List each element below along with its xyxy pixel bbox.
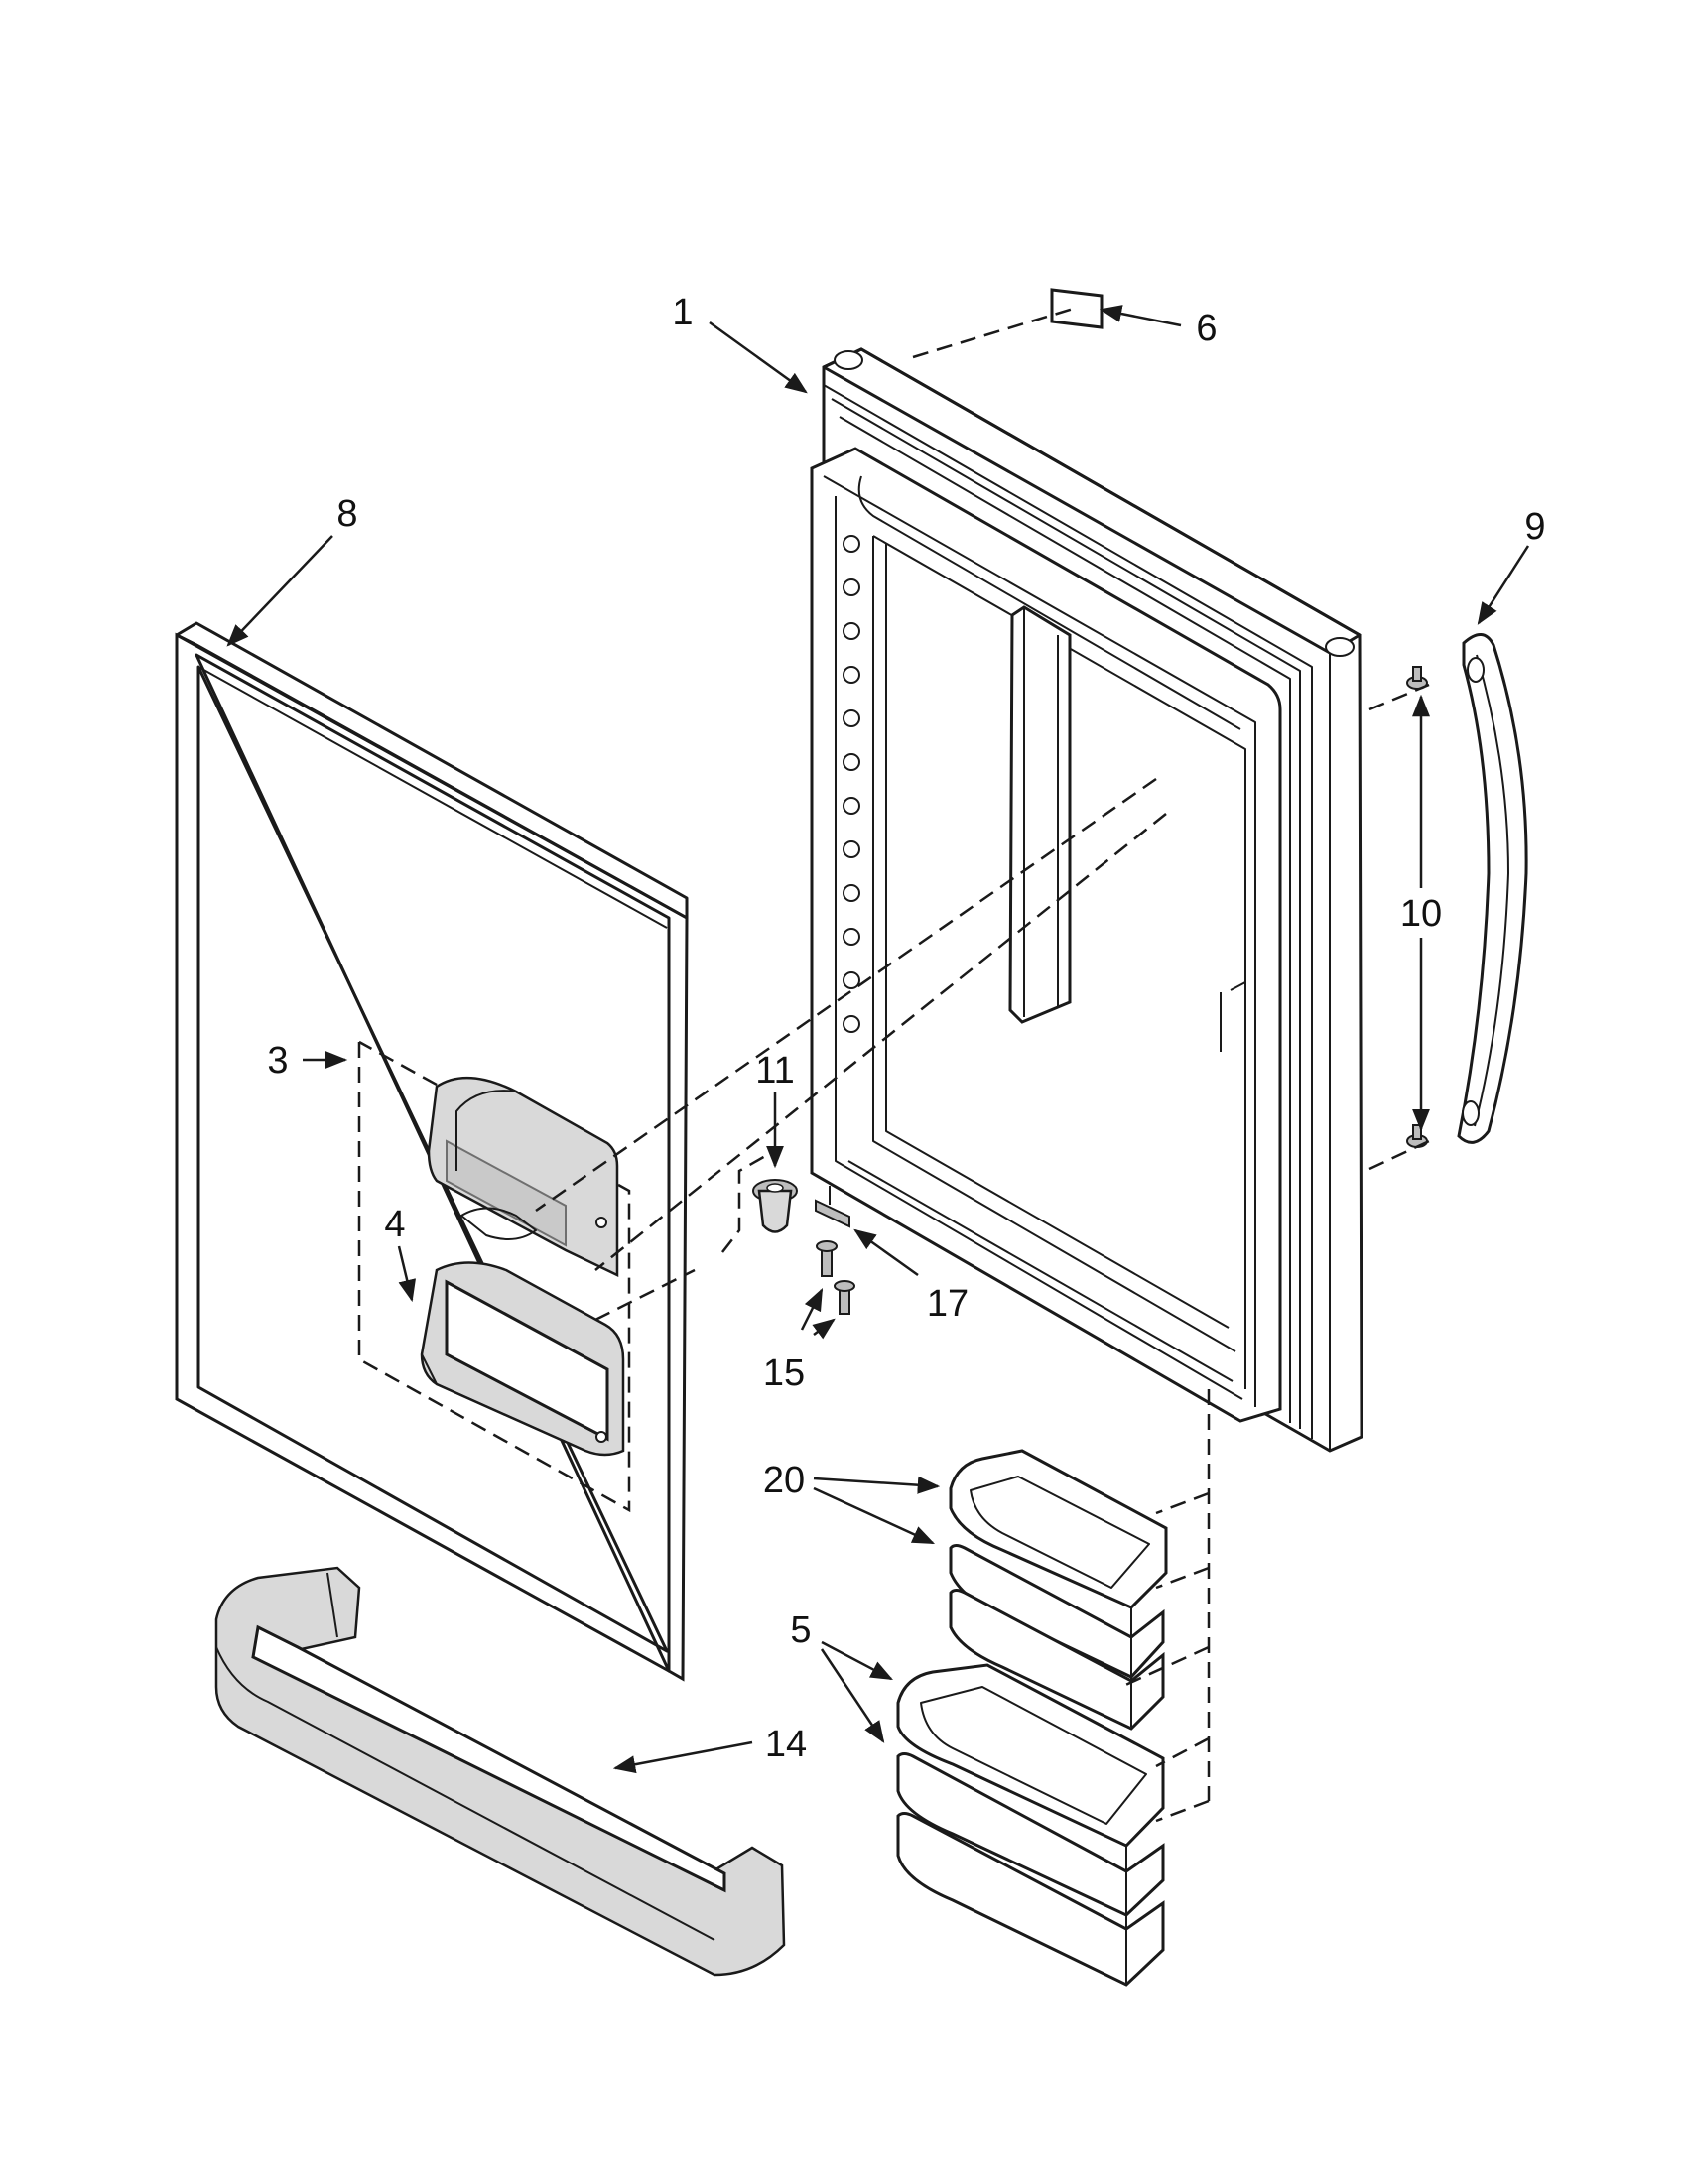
hinge-bushing [752, 1179, 798, 1233]
door-bins-medium [896, 1663, 1165, 1987]
dispenser-tray [420, 1261, 625, 1457]
door-label [1050, 288, 1104, 329]
callout-17: 17 [927, 1283, 969, 1325]
callout-14: 14 [765, 1724, 807, 1765]
callout-15: 15 [763, 1352, 805, 1394]
shelf-clip-row [843, 535, 860, 1033]
callout-9: 9 [1524, 506, 1545, 548]
hinge-screws [816, 1240, 855, 1315]
callout-20: 20 [763, 1460, 805, 1501]
ice-dispenser-module [427, 1076, 619, 1277]
callout-11: 11 [755, 1050, 794, 1092]
door-stop [815, 1186, 850, 1228]
door-bin-large [214, 1566, 786, 1977]
callout-arrows [226, 305, 1530, 1774]
callout-10: 10 [1400, 893, 1442, 935]
callout-6: 6 [1196, 308, 1217, 349]
callout-4: 4 [384, 1204, 405, 1245]
callout-8: 8 [336, 493, 357, 535]
assembly-dashed-lines [535, 306, 1430, 1823]
callout-3: 3 [267, 1040, 288, 1082]
door-handle [1457, 633, 1528, 1144]
callout-1: 1 [672, 292, 693, 333]
inner-door-liner [810, 347, 1363, 1453]
door-bins-small [949, 1449, 1168, 1731]
callout-5: 5 [790, 1609, 811, 1651]
callout-labels: 1 3 4 5 6 8 9 10 11 14 15 17 20 [267, 292, 1545, 1765]
